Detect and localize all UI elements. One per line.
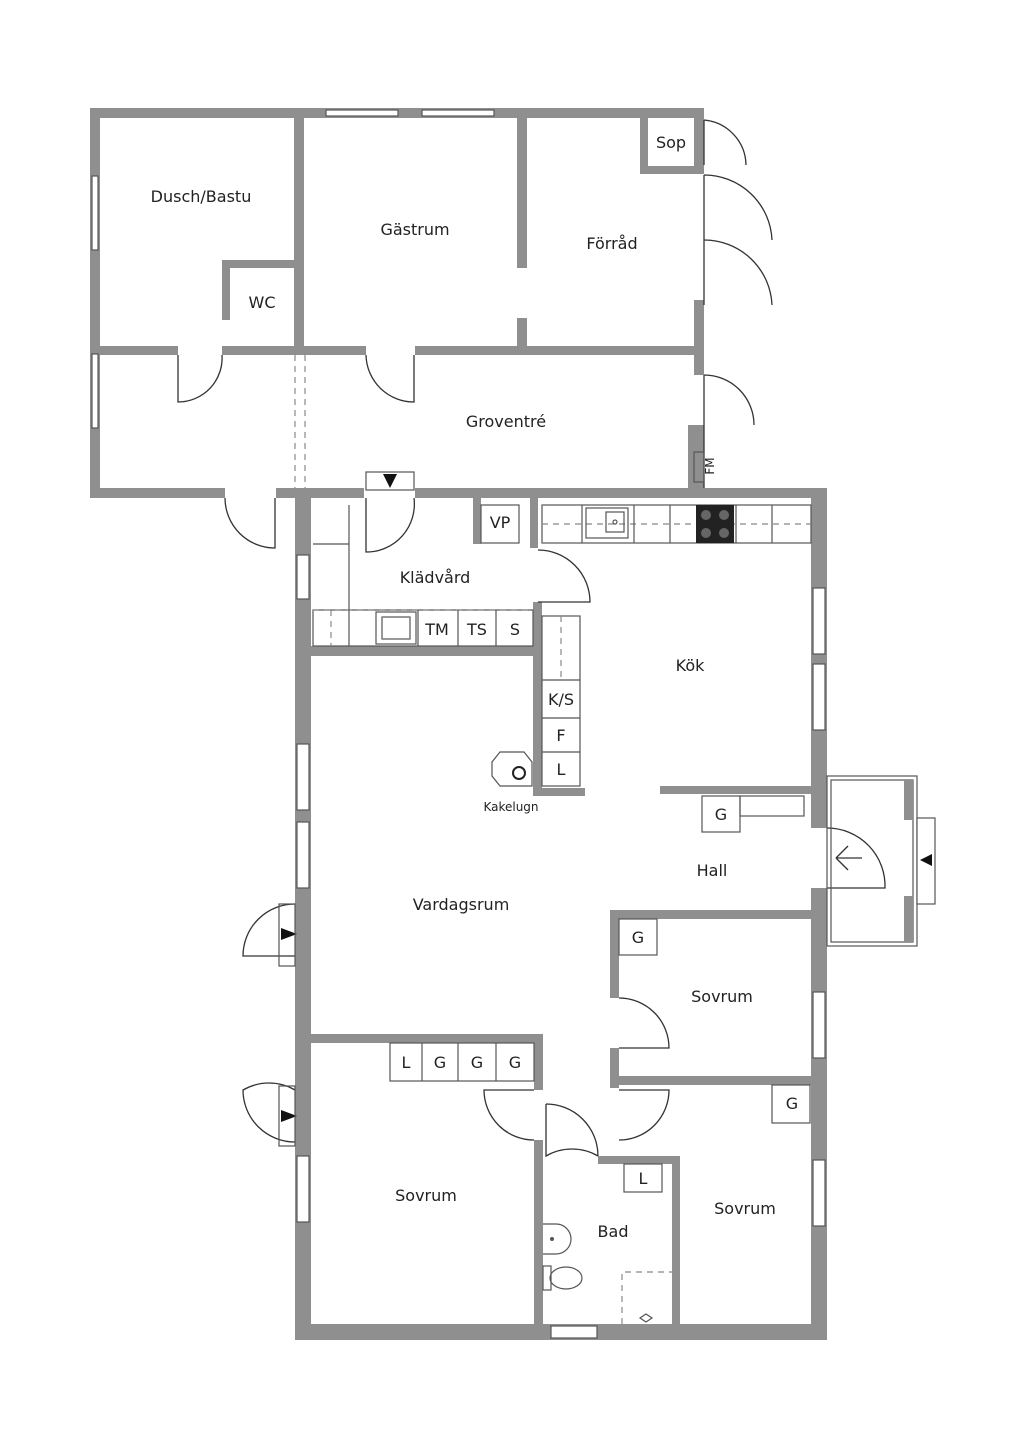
label-gastrum: Gästrum [380,220,449,239]
window [91,175,99,251]
fm-meter [693,451,705,483]
kitchen-counter [541,504,812,544]
label-bad: Bad [598,1222,629,1241]
label-forrad: Förråd [586,234,637,253]
window [421,109,495,117]
label-hall: Hall [697,861,728,880]
entry-arrow-icon [281,1110,297,1122]
drain-icon [638,1313,654,1323]
kakelugn-icon [491,751,533,787]
label-fm: FM [703,457,717,474]
threshold [278,903,296,967]
house-walls [276,488,827,1340]
house-windows [296,554,826,1339]
shower-area [621,1271,672,1324]
wardrobe [618,918,658,956]
kitchen-tall-units [541,615,581,787]
room-labels: Dusch/Bastu WC Gästrum Förråd Sop Groven… [151,133,776,1241]
hall-shelf [739,795,805,817]
sink-icon [585,507,629,539]
label-sovrum-southeast: Sovrum [714,1199,776,1218]
label-kok: Kök [676,656,705,675]
label-storage-2: G [471,1053,483,1072]
storage-row [389,1042,535,1082]
house-doors [242,497,886,1158]
porch [826,775,936,947]
label-f: F [556,726,565,745]
label-g-sovrum-se: G [786,1094,798,1113]
window [91,353,99,429]
label-sovrum-east: Sovrum [691,987,753,1006]
annex-walls [90,108,704,498]
wardrobe [771,1084,811,1124]
annex-doors [177,119,773,549]
bad-cabinet [623,1163,663,1193]
threshold [278,1085,296,1147]
threshold [365,471,415,491]
laundry-sink-icon [375,611,417,645]
laundry-counter [312,505,534,647]
label-groventre: Groventré [466,412,546,431]
label-ks: K/S [548,690,574,709]
label-storage-1: G [434,1053,446,1072]
washbasin-icon [543,1223,572,1255]
label-vardagsrum: Vardagsrum [413,895,510,914]
label-g-hall: G [715,805,727,824]
vp-box [480,504,520,544]
stove-icon [696,505,734,543]
label-kladvard: Klädvård [400,568,471,587]
label-s: S [510,620,520,639]
toilet-icon [542,1265,583,1291]
fixture-labels: TM TS S K/S F L G G G L L G G G [402,620,799,1188]
label-l-kitchen: L [557,760,566,779]
label-wc: WC [249,293,276,312]
label-l-bad: L [639,1169,648,1188]
label-vp: VP [490,513,511,532]
label-sop: Sop [656,133,686,152]
label-storage-0: L [402,1053,411,1072]
entry-arrow-icon [281,928,297,940]
label-ts: TS [466,620,487,639]
label-storage-3: G [509,1053,521,1072]
label-g-sovrum-east: G [632,928,644,947]
entry-arrow-icon [383,474,397,488]
window [325,109,399,117]
label-dusch-bastu: Dusch/Bastu [151,187,252,206]
label-kakelugn: Kakelugn [483,800,538,814]
label-tm: TM [424,620,449,639]
label-sovrum-west: Sovrum [395,1186,457,1205]
